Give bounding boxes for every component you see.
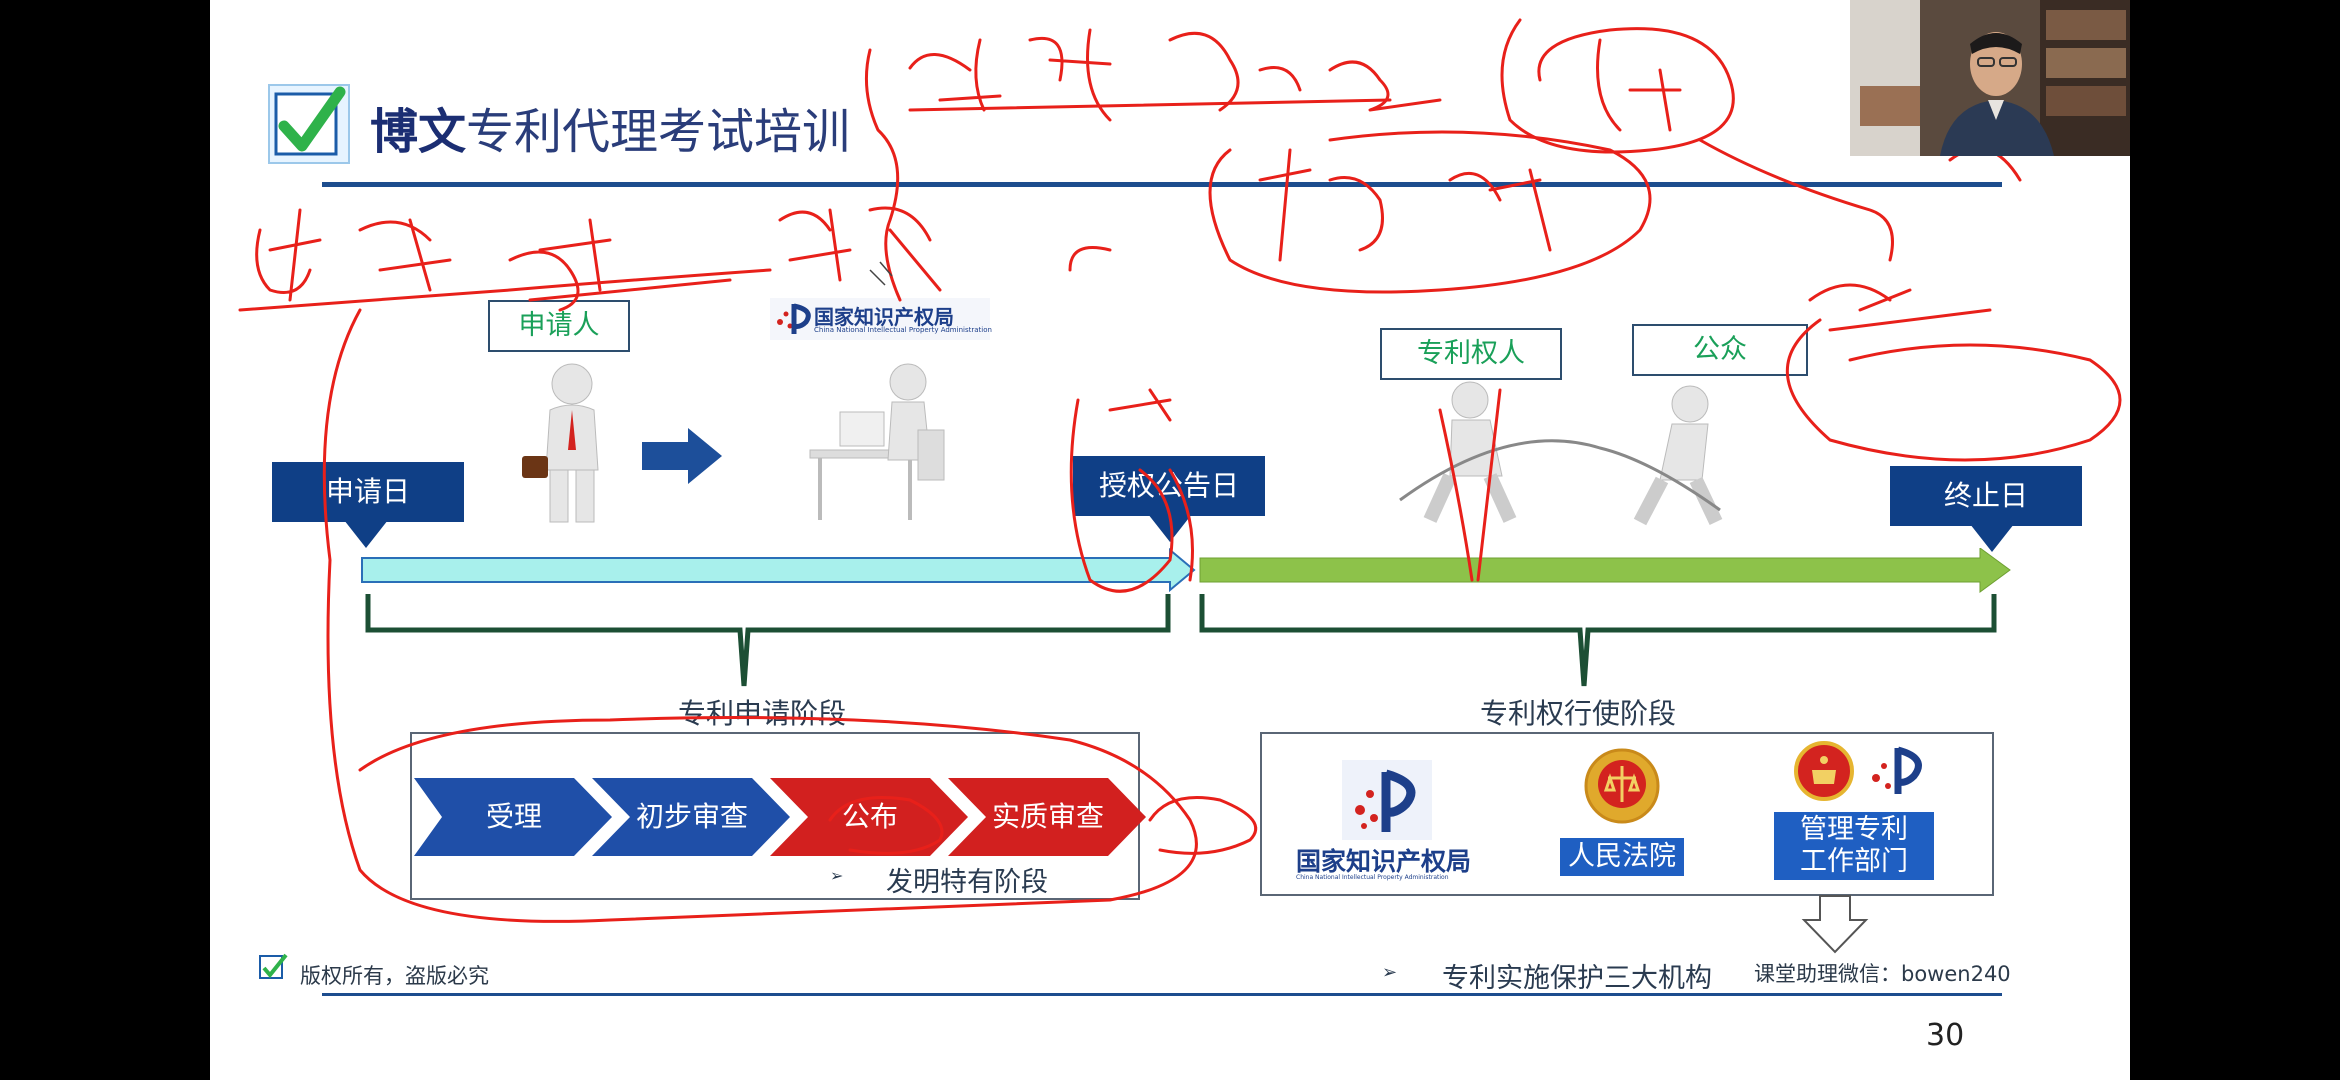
stage-braces [365, 594, 1997, 687]
admin-dept-institution: 管理专利 工作部门 [1774, 740, 1934, 890]
footer-divider [322, 993, 2002, 996]
page-number: 30 [1926, 1018, 1965, 1053]
footer-check-icon [258, 952, 288, 986]
bullet-arrow-icon: ➢ [1382, 962, 1398, 983]
webcam-overlay [1850, 0, 2130, 156]
filing-date-pointer [344, 520, 388, 548]
cnipa-emblem-icon [1342, 760, 1432, 840]
admin-dept-label: 管理专利 工作部门 [1774, 812, 1934, 880]
cnipa-institution: 国家知识产权局 China National Intellectual Prop… [1290, 760, 1490, 886]
filing-date-tag: 申请日 [272, 462, 464, 522]
application-stage-label: 专利申请阶段 [678, 697, 847, 730]
worker-desk-figure-icon [809, 363, 945, 520]
right-arrow-icon [642, 428, 722, 484]
handwritten-annotations [238, 18, 2122, 923]
pen-cursor-icon [869, 261, 893, 286]
tug-of-war-figures-icon [1399, 381, 1723, 526]
page-title: 博文专利代理考试培训 [370, 104, 851, 160]
exercise-stage-label: 专利权行使阶段 [1480, 697, 1677, 730]
end-date-tag: 终止日 [1890, 466, 2082, 526]
slide: 博文专利代理考试培训 申请人 国家知识产权局 China National In… [210, 0, 2130, 1080]
timeline-arrows [361, 548, 2011, 593]
institutions-caption: 专利实施保护三大机构 [1442, 963, 1712, 994]
patentee-label: 专利权人 [1380, 328, 1562, 380]
step-preliminary-exam: 初步审查 [592, 778, 792, 856]
court-emblem-icon [1584, 748, 1660, 824]
step-substantive-exam: 实质审查 [948, 778, 1148, 856]
applicant-label: 申请人 [488, 300, 630, 352]
cnipa-logo-small: 国家知识产权局 China National Intellectual Prop… [770, 298, 992, 340]
invention-specific-label: 发明特有阶段 [886, 867, 1048, 898]
court-institution: 人民法院 [1560, 744, 1684, 884]
step-publication: 公布 [770, 778, 970, 856]
copyright-text: 版权所有，盗版必究 [300, 964, 489, 988]
hollow-down-arrow-icon [1801, 895, 1869, 954]
national-emblem-icon [1794, 741, 1854, 801]
court-label: 人民法院 [1560, 838, 1684, 876]
grant-date-tag: 授权公告日 [1073, 456, 1265, 516]
header-divider [322, 182, 2002, 187]
assistant-wechat-text: 课堂助理微信：bowen240 [1754, 962, 2011, 986]
end-date-pointer [1970, 524, 2014, 552]
public-label: 公众 [1632, 324, 1808, 376]
step-acceptance: 受理 [414, 778, 614, 856]
cnipa-emblem-small-icon [1872, 746, 1922, 794]
bullet-arrow-icon: ➢ [830, 866, 844, 885]
applicant-figure-icon [522, 363, 599, 523]
exercise-period-arrow [1199, 548, 2011, 593]
checkmark-logo-icon [268, 84, 350, 164]
